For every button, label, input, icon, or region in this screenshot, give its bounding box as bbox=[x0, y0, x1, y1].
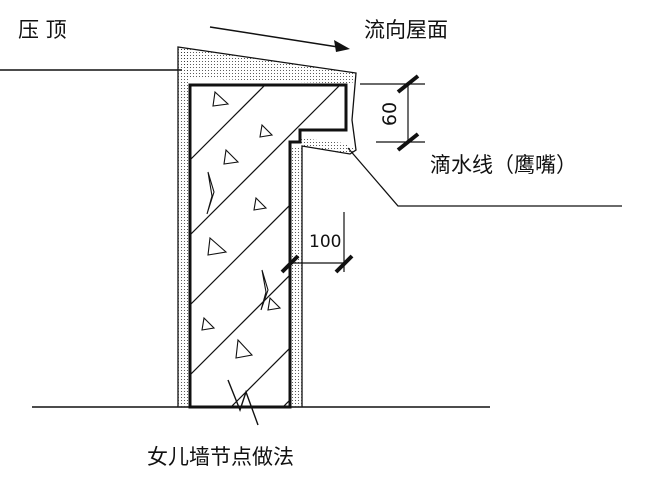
caption: 女儿墙节点做法 bbox=[147, 445, 294, 469]
dim-100-label: 100 bbox=[309, 232, 341, 252]
label-top-coping: 压 顶 bbox=[18, 18, 67, 42]
dim-60 bbox=[360, 74, 425, 152]
aggregate-marks bbox=[201, 90, 282, 359]
dim-60-label: 60 bbox=[379, 102, 401, 126]
label-drip-line: 滴水线（鹰嘴） bbox=[430, 153, 577, 177]
waterproof-fill-left bbox=[178, 47, 188, 407]
slash-tick-icon bbox=[396, 74, 420, 94]
slash-tick-icon bbox=[396, 132, 420, 152]
label-flow-direction: 流向屋面 bbox=[364, 18, 448, 42]
slash-tick-icon bbox=[334, 254, 354, 274]
drip-leader-line bbox=[347, 147, 622, 207]
waterproof-fill-drip bbox=[300, 138, 356, 154]
slash-tick-icon bbox=[280, 254, 300, 274]
waterproof-fill-top bbox=[178, 47, 356, 84]
break-symbol bbox=[227, 379, 259, 426]
flow-arrow-shaft bbox=[209, 26, 339, 48]
dim-100 bbox=[280, 212, 354, 274]
arrow-right-icon bbox=[334, 40, 350, 52]
waterproof-fill-right bbox=[292, 146, 302, 407]
concrete-wall-outline bbox=[188, 83, 348, 409]
